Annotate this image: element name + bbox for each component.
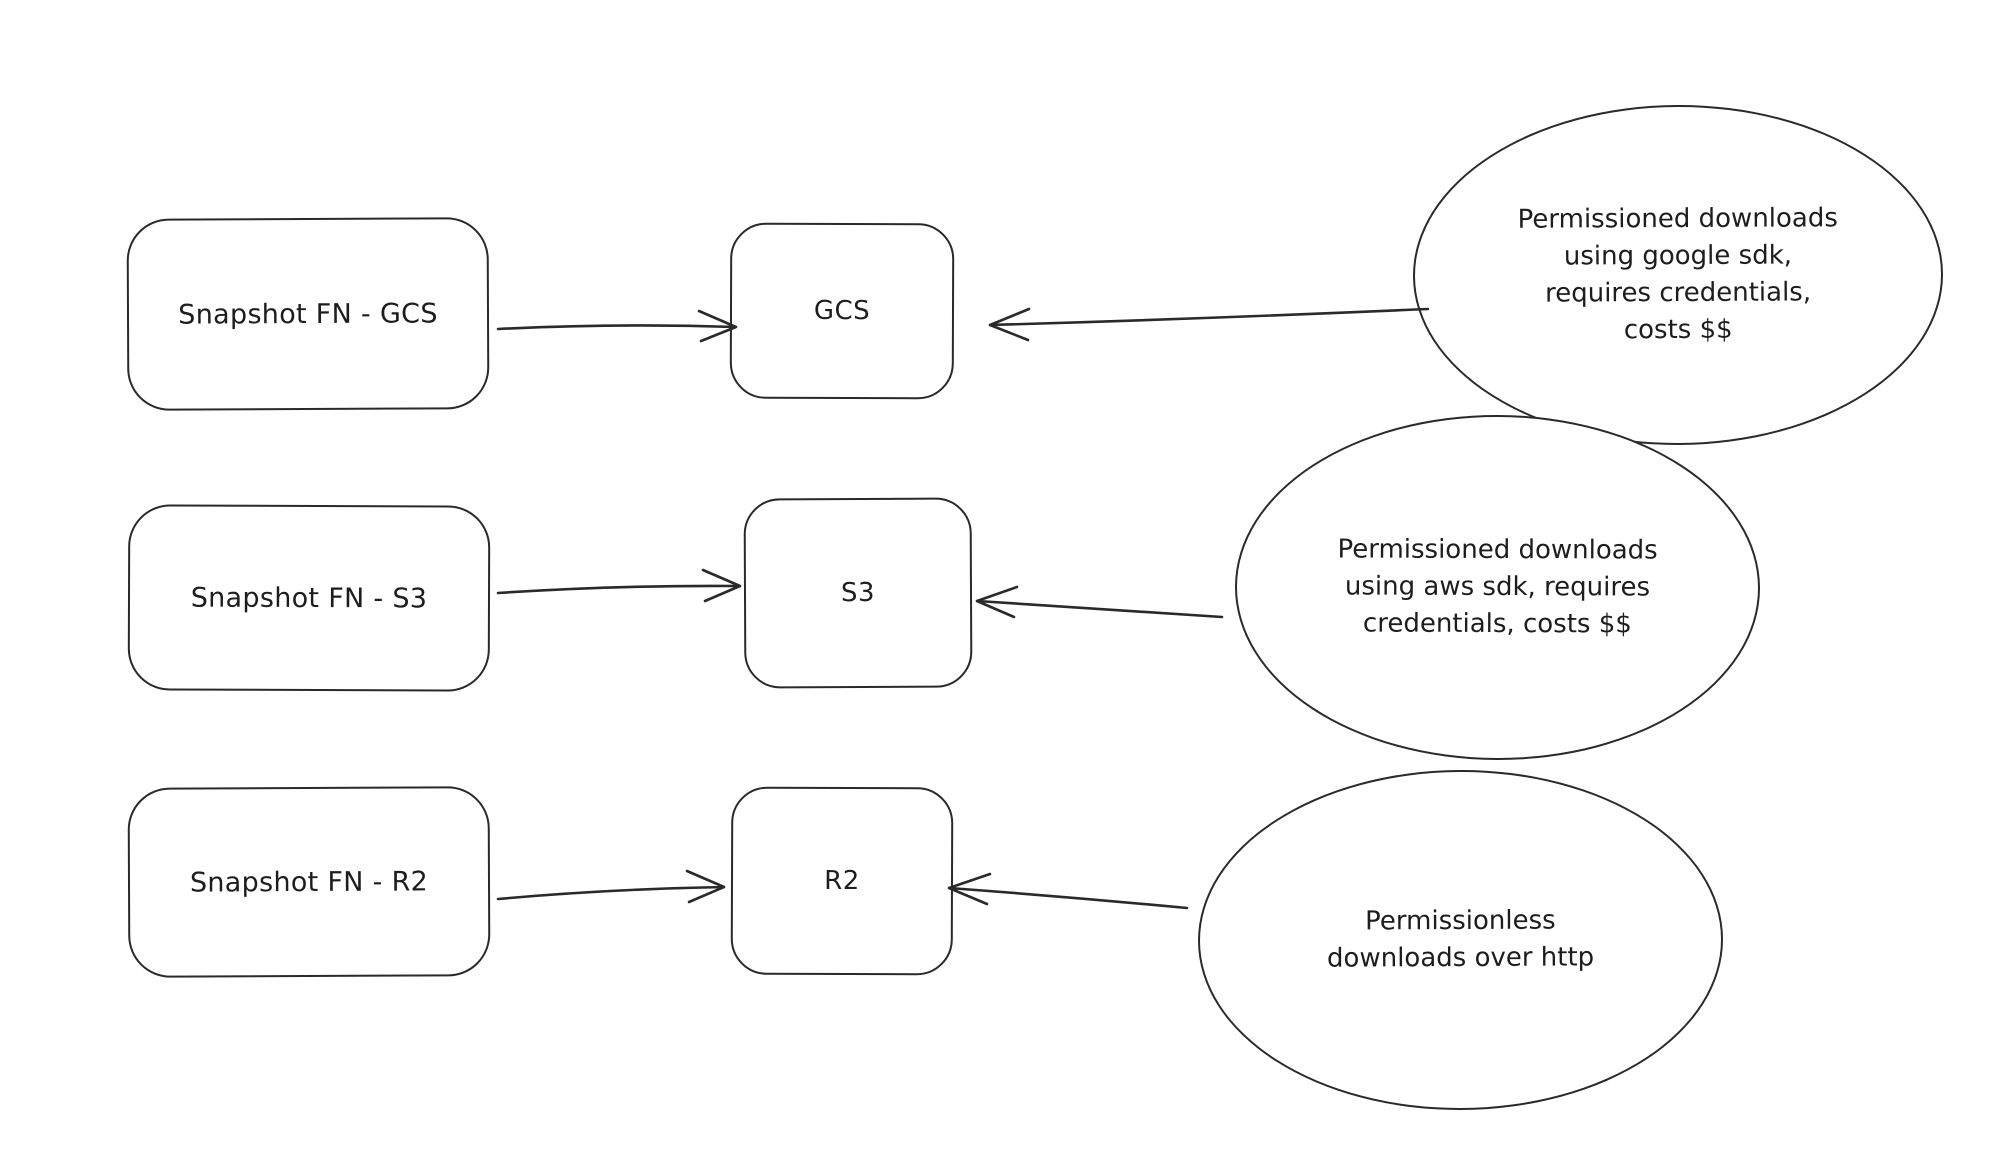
note-r2-line: downloads over http bbox=[1326, 942, 1595, 974]
box-s3-label: S3 bbox=[840, 577, 876, 609]
ellipse-note-gcs: Permissioned downloads using google sdk,… bbox=[1412, 103, 1944, 447]
box-snapshot-fn-s3-label: Snapshot FN - S3 bbox=[190, 582, 428, 614]
box-snapshot-fn-gcs-label: Snapshot FN - GCS bbox=[178, 297, 438, 331]
box-gcs: GCS bbox=[729, 222, 955, 400]
ellipse-note-r2: Permissionless downloads over http bbox=[1197, 768, 1724, 1112]
arrow-note-s3-to-s3 bbox=[975, 585, 1224, 619]
box-snapshot-fn-r2: Snapshot FN - R2 bbox=[127, 786, 491, 978]
arrow-snapshot-s3-to-s3 bbox=[496, 568, 742, 603]
box-s3: S3 bbox=[743, 497, 973, 689]
box-snapshot-fn-r2-label: Snapshot FN - R2 bbox=[189, 865, 429, 899]
box-snapshot-fn-gcs: Snapshot FN - GCS bbox=[126, 217, 490, 411]
box-r2: R2 bbox=[730, 786, 954, 976]
arrow-snapshot-gcs-to-gcs bbox=[496, 309, 738, 343]
note-gcs-line: using google sdk, bbox=[1563, 240, 1793, 272]
box-r2-label: R2 bbox=[824, 865, 860, 897]
arrow-note-r2-to-r2 bbox=[947, 872, 1189, 910]
note-s3-line: using aws sdk, requires bbox=[1344, 571, 1651, 603]
note-s3-line: Permissioned downloads bbox=[1337, 534, 1658, 566]
ellipse-note-s3: Permissioned downloads using aws sdk, re… bbox=[1234, 414, 1761, 761]
note-r2-line: Permissionless bbox=[1365, 905, 1556, 937]
note-s3-line: credentials, costs $$ bbox=[1362, 608, 1632, 640]
arrow-snapshot-r2-to-r2 bbox=[496, 869, 726, 904]
note-gcs-line: costs $$ bbox=[1623, 314, 1733, 346]
arrow-note-gcs-to-gcs bbox=[988, 307, 1430, 342]
box-gcs-label: GCS bbox=[813, 295, 871, 327]
box-snapshot-fn-s3: Snapshot FN - S3 bbox=[127, 504, 491, 692]
note-gcs-line: requires credentials, bbox=[1544, 277, 1812, 309]
note-gcs-line: Permissioned downloads bbox=[1517, 203, 1838, 235]
